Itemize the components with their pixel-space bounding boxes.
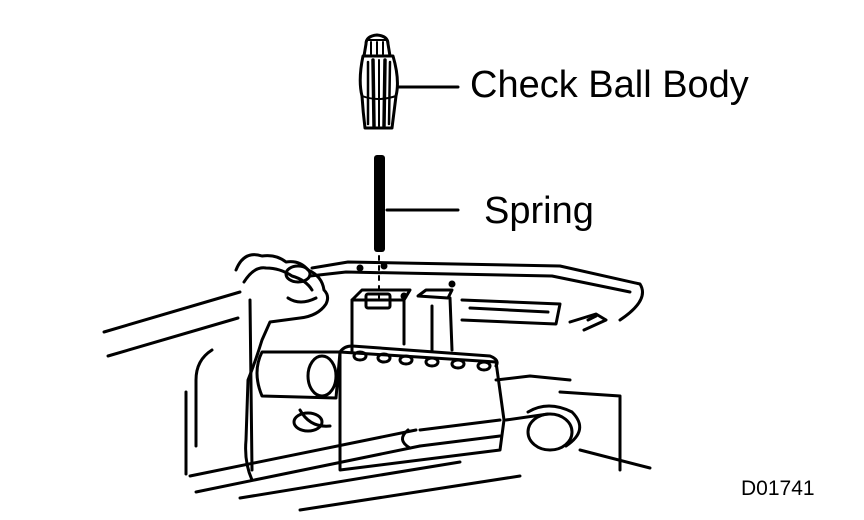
check-ball-body-label: Check Ball Body (470, 64, 749, 106)
check-ball-body-part (358, 33, 399, 130)
spring-label: Spring (484, 190, 594, 232)
transmission-case-drawing (102, 253, 652, 512)
spring-part (374, 155, 385, 252)
figure-code: D01741 (741, 477, 815, 500)
